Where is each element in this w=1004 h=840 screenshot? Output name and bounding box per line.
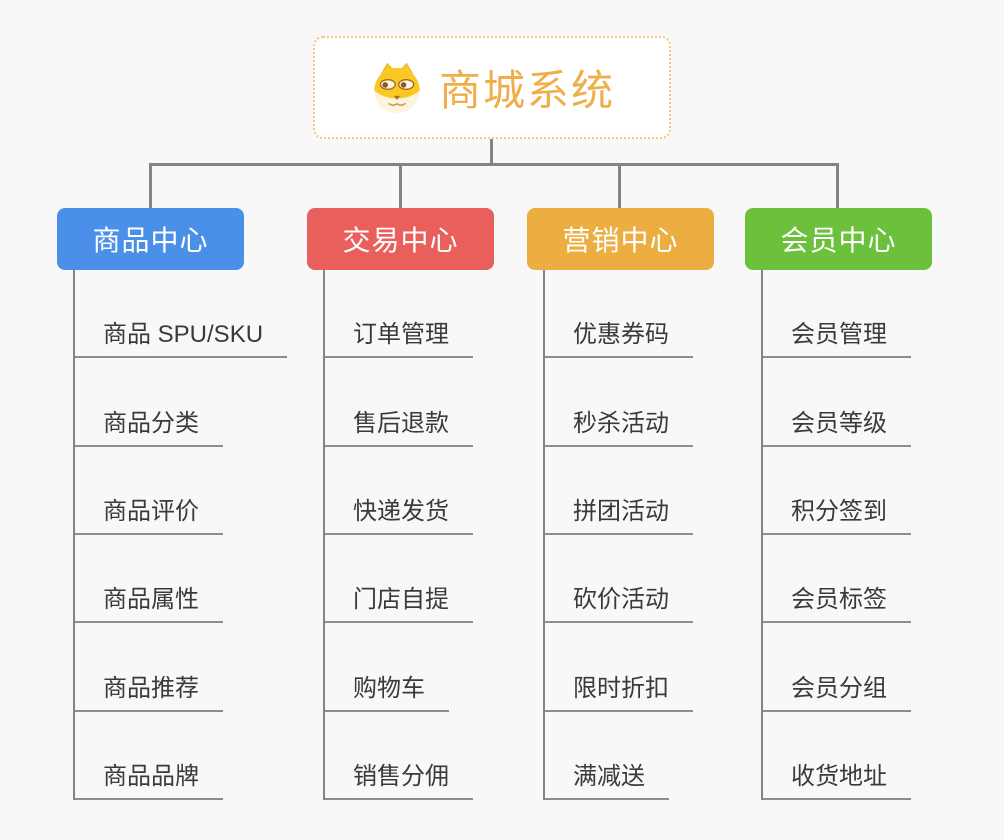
leaf-node[interactable]: 快递发货 [325, 491, 473, 535]
leaf-row: 售后退款 [325, 358, 538, 447]
leaf-node[interactable]: 购物车 [325, 668, 449, 712]
branch-node-product-center[interactable]: 商品中心 [57, 208, 244, 270]
leaf-node[interactable]: 优惠券码 [545, 314, 693, 359]
leaf-node[interactable]: 商品品牌 [75, 756, 223, 800]
leaf-row: 商品 SPU/SKU [75, 270, 288, 359]
leaf-node[interactable]: 商品分类 [75, 403, 223, 447]
connector-root-stem [490, 139, 493, 165]
leaf-row: 砍价活动 [545, 535, 758, 624]
leaf-node[interactable]: 会员管理 [763, 314, 911, 359]
leaf-node[interactable]: 商品推荐 [75, 668, 223, 712]
leaf-node[interactable]: 会员标签 [763, 579, 911, 624]
leaf-node[interactable]: 订单管理 [325, 314, 473, 359]
leaf-row: 商品推荐 [75, 623, 288, 712]
branch-node-member-center[interactable]: 会员中心 [745, 208, 932, 270]
leaf-row: 订单管理 [325, 270, 538, 359]
leaf-row: 商品品牌 [75, 712, 288, 800]
connector-trunk-hline [149, 163, 839, 166]
connector-stem-product [149, 165, 152, 208]
connector-stem-trade [399, 165, 402, 208]
leaf-row: 商品分类 [75, 358, 288, 447]
leaf-node[interactable]: 拼团活动 [545, 491, 693, 535]
leaf-node[interactable]: 会员分组 [763, 668, 911, 712]
leaf-row: 门店自提 [325, 535, 538, 624]
leaf-node[interactable]: 商品 SPU/SKU [75, 314, 288, 359]
leaf-node[interactable]: 满减送 [545, 756, 669, 800]
leaf-node[interactable]: 积分签到 [763, 491, 911, 535]
leaf-node[interactable]: 会员等级 [763, 403, 911, 447]
connector-stem-marketing [618, 165, 621, 208]
leaf-row: 优惠券码 [545, 270, 758, 359]
leaf-row: 限时折扣 [545, 623, 758, 712]
leaf-node[interactable]: 销售分佣 [325, 756, 473, 800]
leaf-row: 积分签到 [763, 447, 976, 535]
leaf-row: 购物车 [325, 623, 538, 712]
leaf-node[interactable]: 商品属性 [75, 579, 223, 624]
leaf-node[interactable]: 售后退款 [325, 403, 473, 447]
leaf-node[interactable]: 限时折扣 [545, 668, 693, 712]
leaf-column-member: 会员管理 会员等级 积分签到 会员标签 会员分组 收货地址 [761, 270, 976, 800]
leaf-row: 会员分组 [763, 623, 976, 712]
leaf-node[interactable]: 砍价活动 [545, 579, 693, 624]
leaf-node[interactable]: 秒杀活动 [545, 403, 693, 447]
leaf-node[interactable]: 商品评价 [75, 491, 223, 535]
leaf-row: 商品评价 [75, 447, 288, 535]
leaf-column-product: 商品 SPU/SKU 商品分类 商品评价 商品属性 商品推荐 商品品牌 [73, 270, 288, 800]
dog-face-icon [369, 61, 425, 115]
leaf-node[interactable]: 收货地址 [763, 756, 911, 800]
root-title: 商城系统 [438, 67, 615, 114]
leaf-row: 收货地址 [763, 712, 976, 800]
leaf-node[interactable]: 门店自提 [325, 579, 473, 624]
connector-stem-member [836, 165, 839, 208]
leaf-row: 会员管理 [763, 270, 976, 359]
leaf-row: 秒杀活动 [545, 358, 758, 447]
leaf-row: 销售分佣 [325, 712, 538, 800]
leaf-row: 会员标签 [763, 535, 976, 624]
branch-node-trade-center[interactable]: 交易中心 [307, 208, 494, 270]
leaf-column-trade: 订单管理 售后退款 快递发货 门店自提 购物车 销售分佣 [323, 270, 538, 800]
leaf-row: 会员等级 [763, 358, 976, 447]
leaf-column-marketing: 优惠券码 秒杀活动 拼团活动 砍价活动 限时折扣 满减送 [543, 270, 758, 800]
leaf-row: 拼团活动 [545, 447, 758, 535]
root-node-mall-system[interactable]: 商城系统 [313, 36, 671, 139]
leaf-row: 商品属性 [75, 535, 288, 624]
branch-node-marketing-center[interactable]: 营销中心 [527, 208, 714, 270]
leaf-row: 快递发货 [325, 447, 538, 535]
leaf-row: 满减送 [545, 712, 758, 800]
